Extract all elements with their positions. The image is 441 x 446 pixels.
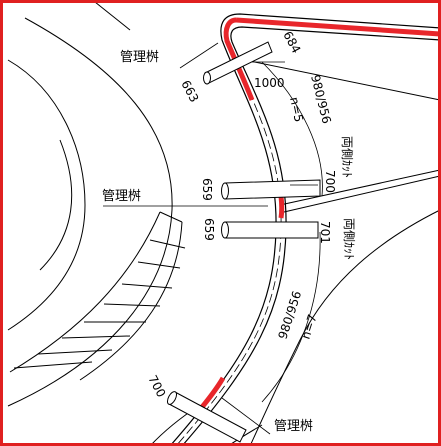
culvert-outer-edge: [169, 13, 441, 446]
hatch-line: [159, 211, 183, 223]
hatch-line: [61, 335, 131, 339]
kanri-label-3: 管理桝: [274, 418, 313, 434]
culvert-inner-edge: [181, 26, 441, 446]
leader-kanri-1: [179, 42, 219, 69]
kanri-label-1: 管理桝: [120, 49, 159, 65]
pipe-659-upper: [224, 179, 321, 200]
dim-700-top: 700: [323, 170, 337, 193]
road-edge-diag-upper: [244, 59, 441, 101]
road-edge-arc-outer: [7, 17, 173, 407]
dim-659-upper: 659: [200, 178, 214, 201]
background-linework: [7, 1, 441, 446]
dim-span-upper: 980/956: [308, 73, 334, 125]
hatch-line: [103, 303, 161, 307]
red-segment-top-h: [235, 17, 441, 37]
road-edge-arc-small: [39, 139, 73, 271]
culvert-centerline: [175, 19, 441, 446]
pipe-663-end: [203, 71, 211, 85]
red-segment-mid: [278, 195, 285, 219]
pipe-659-lower: [224, 221, 319, 239]
pipe-659-lower-end: [221, 221, 229, 239]
hatch-line: [37, 349, 113, 355]
embankment-outline: [9, 211, 161, 373]
ryogawa-cut-2: 両側ｶｯﾄ: [342, 218, 356, 260]
dim-arc-lower: [261, 231, 321, 403]
embankment-side-1: [79, 221, 183, 381]
hatched-embankment: [9, 211, 186, 381]
red-segment-upper-curve: [223, 17, 255, 101]
pipe-659-upper-end: [221, 182, 229, 200]
road-edge-diag-right-1: [279, 169, 441, 206]
pipe-700-end: [166, 391, 178, 405]
leader-kanri-3: [221, 397, 271, 435]
hatch-line: [121, 283, 173, 289]
dim-701: 701: [318, 221, 332, 244]
hatch-line: [13, 361, 93, 369]
road-edge-diag-right-2: [283, 175, 441, 213]
dim-700-bottom: 700: [145, 373, 168, 400]
culvert-main: [169, 13, 441, 446]
road-edge-arc-inner: [7, 59, 86, 331]
dim-659-lower: 659: [202, 218, 216, 241]
dim-684: 684: [280, 29, 303, 56]
ryogawa-cut-1: 両側ｶｯﾄ: [340, 136, 354, 178]
dim-n-lower: n=7: [299, 313, 320, 341]
lateral-pipes: [166, 41, 321, 443]
dim-arc-upper: [261, 61, 323, 197]
dim-n-upper: n=5: [287, 96, 306, 124]
road-edge-diagonal-top: [94, 1, 131, 31]
road-edge-right-arc: [249, 209, 441, 446]
hatch-line: [137, 261, 181, 269]
dimension-lines: [103, 42, 323, 435]
kanri-label-2: 管理桝: [102, 188, 141, 204]
dim-663: 663: [178, 78, 201, 105]
dim-1000: 1000: [254, 76, 285, 90]
